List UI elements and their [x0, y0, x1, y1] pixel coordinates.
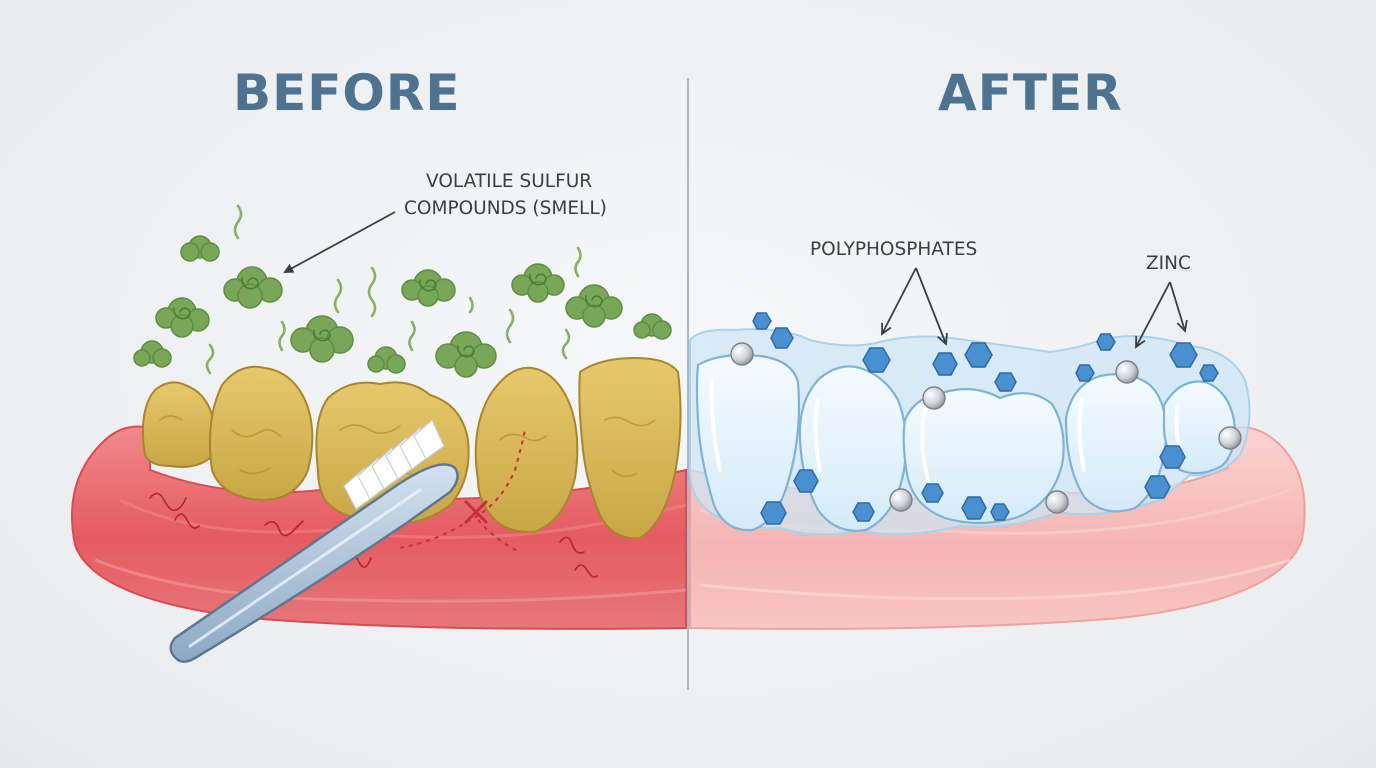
polyphosphate-hexagon — [1075, 364, 1095, 382]
blocked-path — [399, 429, 526, 553]
smell-cloud — [435, 331, 497, 378]
toothbrush-bristles — [343, 419, 445, 510]
polyphosphate-hexagon — [1199, 364, 1219, 382]
smell-cloud — [565, 284, 623, 328]
polyphosphate-hexagon — [862, 347, 891, 373]
polyphosphate-hexagon — [994, 372, 1017, 392]
sulfur-callout-arrow — [283, 211, 396, 273]
sulfur-compounds-label-line1: VOLATILE SULFUR — [426, 171, 593, 192]
zinc-sphere — [922, 386, 946, 410]
smell-cloud — [180, 235, 220, 262]
smell-cloud — [290, 315, 354, 363]
zinc-arrow — [1136, 281, 1171, 347]
smell-cloud — [223, 266, 283, 309]
after-callout-arrows — [882, 267, 1185, 347]
polyphosphate-arrow — [915, 267, 946, 344]
polyphosphate-hexagon — [1169, 342, 1198, 368]
stained-tooth-4 — [474, 366, 579, 534]
polyphosphate-hexagon — [752, 312, 772, 330]
after-panel — [689, 267, 1306, 630]
zinc-arrow — [1169, 281, 1185, 331]
polyphosphate-hexagon — [760, 501, 787, 525]
polyphosphate-hexagon — [1159, 445, 1186, 469]
smell-cloud — [633, 313, 672, 340]
polyphosphate-hexagon — [961, 496, 987, 520]
polyphosphate-hexagon — [1096, 333, 1116, 351]
clean-tooth-3 — [902, 387, 1065, 525]
zinc-sphere — [889, 488, 913, 512]
before-heading: BEFORE — [233, 64, 461, 122]
polyphosphate-hexagon — [921, 483, 944, 503]
smell-clouds — [133, 235, 672, 378]
smell-cloud — [367, 346, 406, 374]
before-panel — [71, 204, 687, 663]
polyphosphate-hexagon — [932, 352, 958, 376]
polyphosphates-label: POLYPHOSPHATES — [810, 239, 978, 260]
polyphosphate-arrow — [882, 267, 917, 334]
polyphosphate-hexagon — [852, 502, 875, 522]
zinc-label: ZINC — [1146, 253, 1191, 274]
clean-tooth-4 — [1064, 373, 1168, 513]
stained-tooth-2 — [208, 365, 314, 502]
polyphosphate-hexagon — [964, 342, 993, 368]
zinc-sphere — [1045, 490, 1069, 514]
odor-wisps — [205, 204, 582, 375]
toothbrush — [169, 419, 459, 663]
smell-cloud — [155, 297, 210, 338]
zinc-sphere — [1115, 360, 1139, 384]
zinc-sphere — [1218, 426, 1242, 450]
stained-tooth-5 — [578, 356, 682, 540]
polyphosphate-hexagon — [990, 503, 1010, 521]
clean-teeth — [695, 353, 1236, 532]
polyphosphate-hexagon — [770, 327, 794, 349]
smell-cloud — [133, 340, 172, 368]
zinc-sphere — [730, 342, 754, 366]
polyphosphate-particles — [752, 312, 1219, 525]
stained-tooth-1 — [142, 381, 217, 468]
stained-teeth — [142, 356, 682, 540]
smell-cloud — [511, 263, 565, 303]
sulfur-compounds-label-line2: COMPOUNDS (SMELL) — [404, 198, 607, 219]
polyphosphate-hexagon — [1144, 475, 1171, 499]
smell-cloud — [401, 269, 456, 307]
polyphosphate-hexagon — [793, 469, 819, 493]
after-heading: AFTER — [938, 64, 1123, 122]
zinc-particles — [730, 342, 1242, 514]
